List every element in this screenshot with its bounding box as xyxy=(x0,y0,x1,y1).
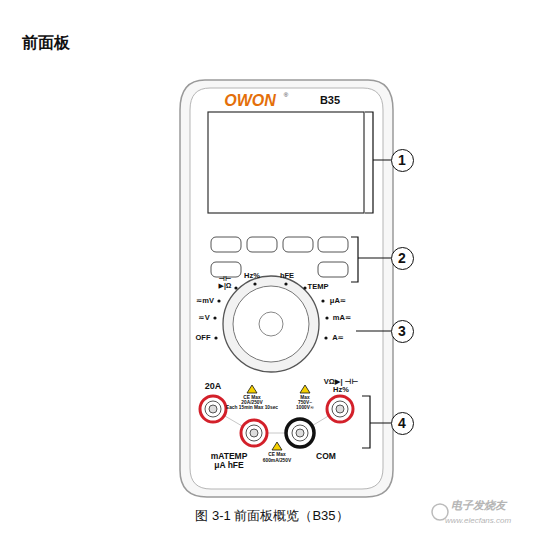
dial-dot xyxy=(213,316,216,319)
callout-number: 3 xyxy=(391,320,414,343)
dial-label: ≂V xyxy=(198,314,209,322)
dial-label: OFF xyxy=(196,334,211,342)
watermark: www.elecfans.com xyxy=(445,517,511,525)
jack-hole xyxy=(296,429,304,437)
jack-panel-line xyxy=(213,409,340,433)
callout-bracket xyxy=(362,396,391,448)
dial-dot xyxy=(284,282,287,285)
jack-insulator xyxy=(246,425,262,441)
callout-text: 4 xyxy=(398,416,406,430)
jack-label: mATEMP μA hFE xyxy=(207,452,251,470)
rating-text: Each 15min Max 10sec xyxy=(226,405,278,410)
dial-label: ≂mV xyxy=(196,297,214,305)
jack-20a xyxy=(200,396,226,422)
watermark: 电子发烧友 xyxy=(451,500,506,512)
dial-knob xyxy=(233,286,309,362)
jack-hole xyxy=(336,405,344,413)
dial-label: A≂ xyxy=(332,334,344,342)
dial-label: TEMP xyxy=(308,283,329,291)
jack-insulator xyxy=(332,401,348,417)
callout-number: 1 xyxy=(391,149,414,172)
jack-v xyxy=(327,396,353,422)
brand-logo: OWON xyxy=(224,93,276,110)
rating-text: Max xyxy=(300,395,309,400)
dial-dot xyxy=(324,336,327,339)
housing xyxy=(180,80,393,497)
front-face xyxy=(190,88,383,489)
jack-com xyxy=(286,419,314,447)
button xyxy=(318,237,348,252)
dial-dot xyxy=(321,299,324,302)
trademark: ® xyxy=(284,92,288,98)
button xyxy=(318,262,348,277)
rating-text: 750V~ xyxy=(298,400,312,405)
dial-label: ⊣⊢ ▶|Ω xyxy=(215,275,235,290)
dial-dot xyxy=(303,286,306,289)
dial-dot xyxy=(217,299,220,302)
rating-text: 20A/250V xyxy=(241,400,262,405)
button xyxy=(283,237,313,252)
jack-hole xyxy=(250,429,258,437)
dial-dot xyxy=(234,286,237,289)
jack-insulator xyxy=(292,425,308,441)
callout-number: 2 xyxy=(391,247,414,270)
callout-number: 4 xyxy=(391,412,414,435)
jack-label: VΩ▶| ⊣⊢ Hz% xyxy=(321,378,361,394)
dial-label: μA≂ xyxy=(330,297,346,305)
dial-dot xyxy=(253,282,256,285)
dial-center xyxy=(259,312,283,336)
callout-leader xyxy=(356,330,391,331)
callout-bracket xyxy=(365,112,391,213)
jack-label: 20A xyxy=(205,382,222,391)
callout-text: 2 xyxy=(398,251,406,265)
warning-triangle xyxy=(300,385,310,393)
rating-text: CE Max xyxy=(268,452,285,457)
rating-text: 600mA/250V xyxy=(263,458,291,463)
warning-triangle xyxy=(272,442,282,450)
callout-bracket xyxy=(351,237,391,282)
rotary-dial xyxy=(223,276,319,372)
page-title: 前面板 xyxy=(22,35,70,52)
jack-hole xyxy=(209,405,217,413)
dial-label: mA≂ xyxy=(333,314,351,322)
button xyxy=(211,237,241,252)
jack-label: COM xyxy=(316,452,336,461)
jack-ma xyxy=(241,420,267,446)
callout-text: 1 xyxy=(398,153,406,167)
figure-caption: 图 3-1 前面板概览（B35） xyxy=(195,509,348,523)
dial-label: Hz% xyxy=(244,272,260,280)
dial-dot xyxy=(214,336,217,339)
jack-insulator xyxy=(205,401,221,417)
lcd-screen xyxy=(208,112,364,213)
callout-text: 3 xyxy=(398,324,406,338)
rating-text: 1000V≂ xyxy=(296,405,314,410)
dial-label: hFE xyxy=(280,272,294,280)
rating-text: CE Max xyxy=(243,395,260,400)
warning-triangle xyxy=(247,385,257,393)
button xyxy=(247,237,277,252)
model-number: B35 xyxy=(320,95,340,107)
dial-dot xyxy=(325,316,328,319)
